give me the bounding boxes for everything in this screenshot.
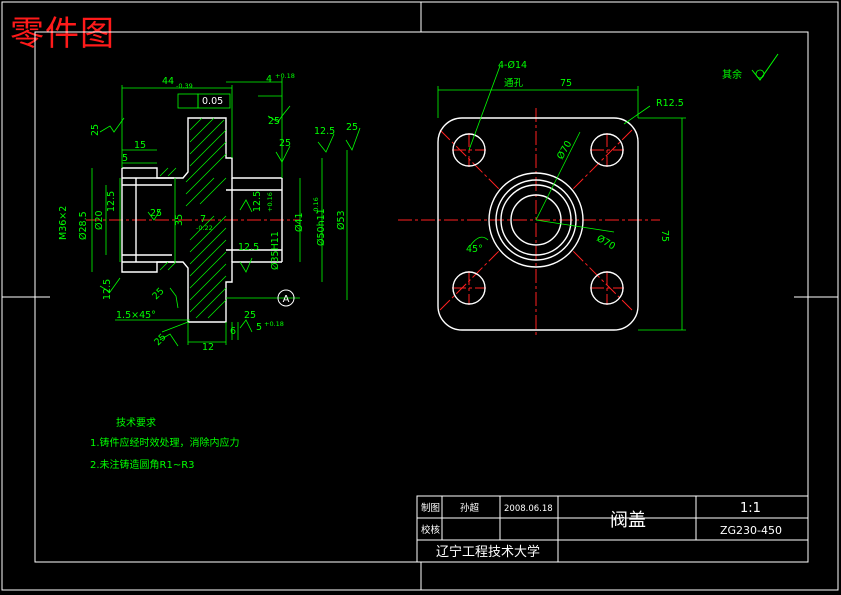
top-view-dimension-lines xyxy=(437,65,686,331)
drawn-label: 制图 xyxy=(421,502,440,514)
boss-inner xyxy=(500,184,572,256)
dim-7-tol: -0.22 xyxy=(196,224,213,232)
dim-d35h11-tol: +0.16 xyxy=(266,192,274,212)
bore xyxy=(510,194,562,246)
surface-rest-note: 其余 xyxy=(722,53,779,81)
dim-d41: Ø41 xyxy=(294,212,305,232)
title-block: 制图 孙超 2008.06.18 校核 阀盖 1:1 ZG230-450 辽宁工… xyxy=(416,495,809,563)
ra-12-6: 12.5 xyxy=(106,191,117,212)
datum-label: A xyxy=(283,294,290,305)
note-1: 1.铸件应经时效处理，消除内应力 xyxy=(90,436,240,449)
bolt-hole-br xyxy=(590,271,624,305)
dim-12: 12 xyxy=(202,342,214,353)
datum-symbol-a: A xyxy=(277,289,295,307)
school-name: 辽宁工程技术大学 xyxy=(436,544,540,560)
checked-label: 校核 xyxy=(421,524,441,536)
ra-12-5-c: 12.5 xyxy=(238,242,259,253)
dim-6: 6 xyxy=(230,326,236,337)
boss-outer xyxy=(488,172,584,268)
ra-12-5-b: 12.5 xyxy=(252,191,263,212)
section-hatch-upper xyxy=(159,117,227,207)
dim-step-length: 4 xyxy=(266,74,272,85)
dim-15: 15 xyxy=(134,140,146,151)
top-view-outline xyxy=(437,117,639,331)
dim-5: 5 xyxy=(122,153,128,164)
front-dimension-texts: 44 -0.39 4 +0.18 0.05 25 25 12.5 25 25 1… xyxy=(58,72,358,353)
top-view: 4-Ø14 通孔 75 R12.5 75 Ø70 Ø70 45° 其余 xyxy=(398,53,779,335)
section-hatch-lower xyxy=(159,215,227,319)
ra-top2: 25 xyxy=(346,122,358,133)
dim-angle: 45° xyxy=(466,244,483,255)
ra-25-bottom: 25 xyxy=(152,332,168,348)
dim-radius: R12.5 xyxy=(656,98,684,109)
dim-5b: 5 xyxy=(256,322,262,333)
dim-holes: 4-Ø14 xyxy=(498,60,527,71)
dim-overall-length: 44 xyxy=(162,76,174,87)
bolt-hole-tr xyxy=(590,133,624,167)
dim-7: 7 xyxy=(200,214,206,225)
dim-5b-tol: +0.18 xyxy=(264,320,284,328)
technical-notes: 技术要求 1.铸件应经时效处理，消除内应力 2.未注铸造圆角R1~R3 xyxy=(90,416,240,471)
bolt-hole-tl xyxy=(452,133,486,167)
ra-right: 25 xyxy=(268,116,280,127)
dim-d50h11: Ø50h11 xyxy=(316,208,327,246)
dim-pcd2: Ø70 xyxy=(595,233,617,252)
ra-top1: 12.5 xyxy=(314,126,335,137)
drawing-stamp: 零件图 xyxy=(10,14,115,54)
dim-overall-length-tol: -0.39 xyxy=(176,82,193,90)
note-2: 2.未注铸造圆角R1~R3 xyxy=(90,458,195,471)
ra-12-5-d: 12.5 xyxy=(102,279,113,300)
dim-chamfer: 1.5×45° xyxy=(116,310,156,321)
dim-d35h11: Ø35H11 xyxy=(270,231,281,270)
flatness-value: 0.05 xyxy=(202,96,223,107)
inner-border xyxy=(34,31,809,563)
drawn-name: 孙超 xyxy=(460,502,480,514)
dim-pcd1: Ø70 xyxy=(555,139,574,161)
top-view-centerlines xyxy=(398,108,660,335)
material: ZG230-450 xyxy=(720,524,782,537)
dim-thread: M36×2 xyxy=(58,206,69,240)
ra-25-low: 25 xyxy=(150,286,166,302)
drawn-date: 2008.06.18 xyxy=(504,504,553,514)
notes-title: 技术要求 xyxy=(116,416,156,429)
ra-top3: 25 xyxy=(279,138,291,149)
bolt-hole-bl xyxy=(452,271,486,305)
part-name: 阀盖 xyxy=(610,510,646,531)
front-section-view: A 44 -0.39 4 +0.18 0.05 25 25 12.5 25 25… xyxy=(58,72,361,353)
dim-d53: Ø53 xyxy=(336,210,347,230)
ra-left: 25 xyxy=(90,124,101,136)
dim-width: 75 xyxy=(560,78,572,89)
drawing-scale: 1:1 xyxy=(740,501,761,516)
dim-d20: Ø20 xyxy=(94,210,105,230)
dim-d50h11-tol: -0.16 xyxy=(312,197,320,214)
front-outline xyxy=(121,117,283,323)
dim-35: 35 xyxy=(174,214,185,226)
dim-height: 75 xyxy=(659,230,670,242)
front-dimension-lines xyxy=(91,78,348,345)
surface-rest-label: 其余 xyxy=(722,68,742,81)
dim-d28: Ø28.5 xyxy=(78,211,89,240)
boss-mid xyxy=(495,179,577,261)
dim-step-length-tol: +0.18 xyxy=(275,72,295,80)
roughness-symbols-front xyxy=(99,105,361,347)
dim-holes-note: 通孔 xyxy=(504,78,524,89)
ra-25-inner: 25 xyxy=(150,208,162,219)
ra-25-bottom-right: 25 xyxy=(244,310,256,321)
square-flange xyxy=(437,117,639,331)
